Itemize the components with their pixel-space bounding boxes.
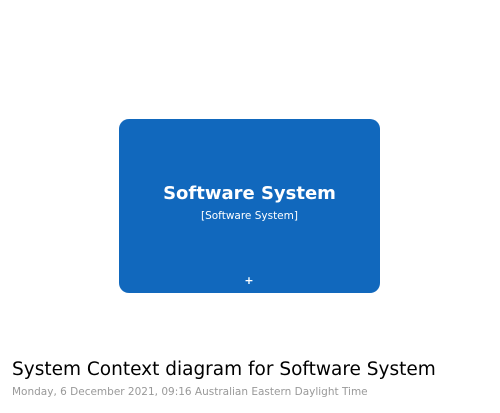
plus-icon[interactable]: + bbox=[244, 274, 254, 287]
diagram-timestamp: Monday, 6 December 2021, 09:16 Australia… bbox=[12, 386, 368, 398]
element-name: Software System bbox=[163, 183, 336, 204]
software-system-element[interactable]: Software System [Software System] + bbox=[119, 119, 380, 293]
element-type: [Software System] bbox=[201, 210, 298, 222]
diagram-title: System Context diagram for Software Syst… bbox=[12, 359, 436, 380]
